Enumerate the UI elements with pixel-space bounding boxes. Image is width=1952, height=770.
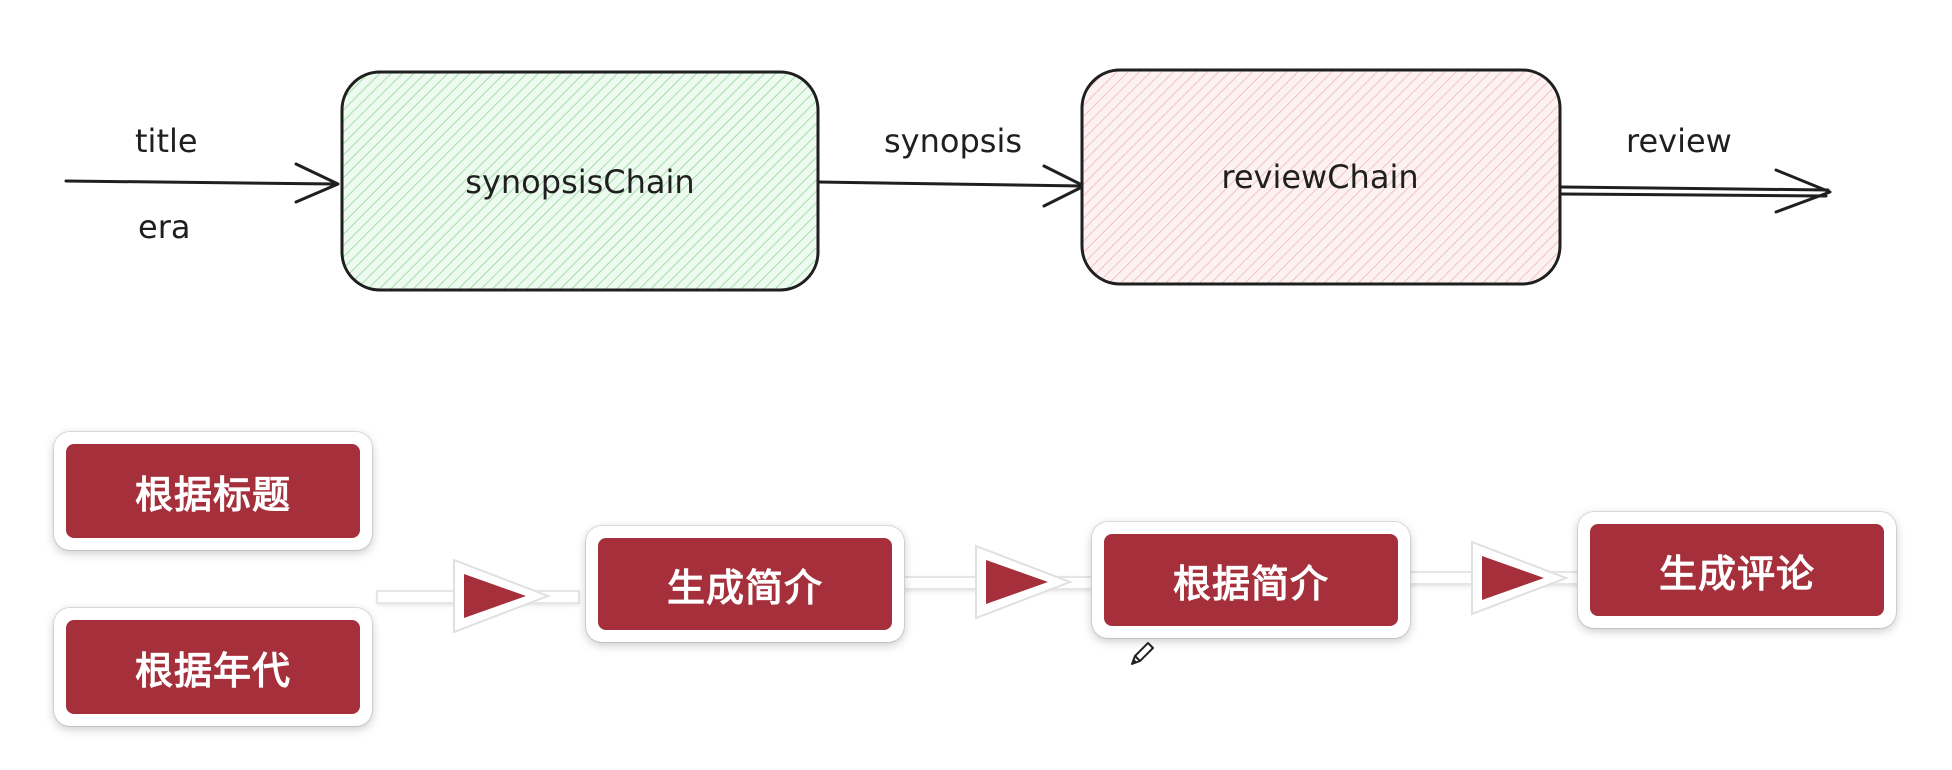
- input-arrow: [64, 162, 340, 204]
- input-card-era-label: 根据年代: [66, 620, 360, 714]
- input-card-era: 根据年代: [54, 608, 372, 726]
- input-label-title: title: [135, 122, 198, 160]
- step-card-generate-synopsis: 生成简介: [586, 526, 904, 642]
- input-card-title: 根据标题: [54, 432, 372, 550]
- synopsis-chain-box: synopsisChain: [340, 70, 820, 292]
- arrowhead-3: [1471, 540, 1569, 616]
- output-label-review: review: [1626, 122, 1732, 160]
- synopsis-chain-label: synopsisChain: [465, 163, 694, 201]
- arrowhead-1: [453, 558, 551, 634]
- review-chain-box: reviewChain: [1080, 68, 1562, 286]
- output-arrow: [1560, 168, 1832, 214]
- review-chain-label: reviewChain: [1221, 158, 1418, 196]
- step-card-based-on-synopsis-label: 根据简介: [1104, 534, 1398, 626]
- input-label-era: era: [138, 208, 190, 246]
- edge-label-synopsis: synopsis: [884, 122, 1022, 160]
- middle-arrow: [816, 164, 1086, 208]
- pencil-cursor-icon: [1131, 642, 1154, 665]
- arrowhead-2: [975, 544, 1073, 620]
- step-card-based-on-synopsis: 根据简介: [1092, 522, 1410, 638]
- step-card-generate-review: 生成评论: [1578, 512, 1896, 628]
- step-card-generate-synopsis-label: 生成简介: [598, 538, 892, 630]
- top-sketch-diagram: title era synopsisChain synopsis reviewC…: [64, 68, 1832, 292]
- input-card-title-label: 根据标题: [66, 444, 360, 538]
- step-card-generate-review-label: 生成评论: [1590, 524, 1884, 616]
